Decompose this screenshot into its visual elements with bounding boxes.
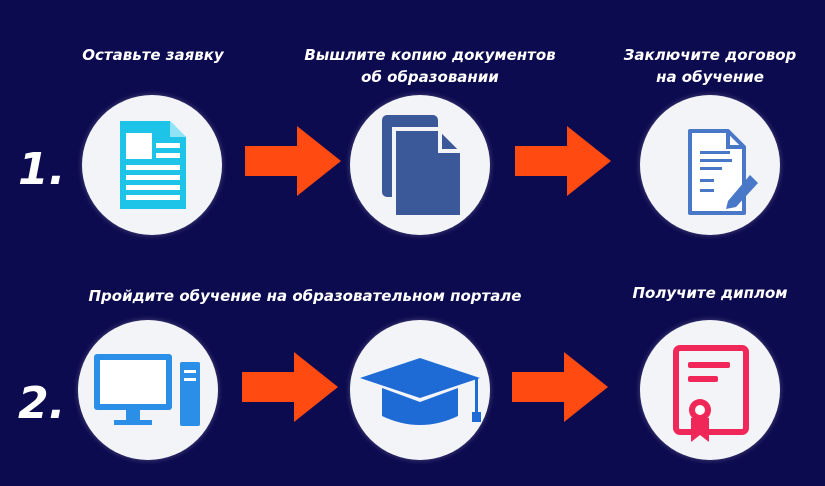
step-circle-documents <box>350 95 490 235</box>
diploma-icon <box>673 345 749 442</box>
step-label-sign-contract: Заключите договор на обучение <box>623 46 797 86</box>
graduation-cap-icon <box>360 358 481 425</box>
arrow-right-4 <box>512 352 608 422</box>
step-circle-contract <box>640 95 780 235</box>
step-label-study-portal: Пройдите обучение на образовательном пор… <box>88 287 522 305</box>
application-form-icon <box>120 121 186 209</box>
step-circle-computer <box>78 320 218 460</box>
contract-sign-icon <box>688 129 758 215</box>
step-circle-application <box>82 95 222 235</box>
step-number-1: 1. <box>18 144 66 195</box>
step-circle-diploma <box>640 320 780 460</box>
arrow-right-3 <box>242 352 338 422</box>
arrow-right-2 <box>515 126 611 196</box>
step-number-2: 2. <box>18 378 66 429</box>
step-label-submit-application: Оставьте заявку <box>82 46 224 64</box>
computer-icon <box>94 354 200 426</box>
arrow-right-1 <box>245 126 341 196</box>
documents-copy-icon <box>382 115 464 219</box>
step-circle-graduation <box>350 320 490 460</box>
step-label-get-diploma: Получите диплом <box>632 284 788 302</box>
step-label-send-documents: Вышлите копию документов об образовании <box>304 46 556 86</box>
